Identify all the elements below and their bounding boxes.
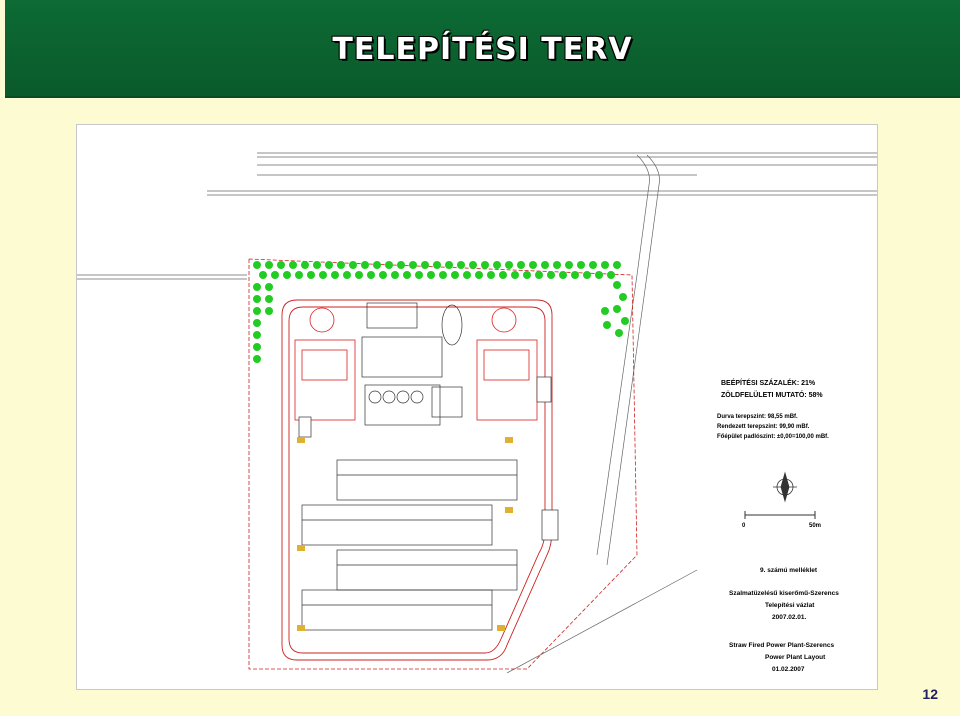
stat-beepitesi: BEÉPÍTÉSI SZÁZALÉK: 21%	[721, 378, 816, 387]
stat-zoldfeluleti: ZÖLDFELÜLETI MUTATÓ: 58%	[721, 390, 823, 399]
annex-label: 9. számú melléklet	[760, 567, 818, 574]
scale-bar	[744, 511, 816, 519]
project-en-line3: 01.02.2007	[772, 666, 805, 673]
roads	[77, 152, 877, 674]
project-en-line1: Straw Fired Power Plant-Szerencs	[729, 642, 835, 649]
tree-belt	[253, 261, 629, 363]
scale-zero: 0	[742, 523, 746, 529]
project-hu-line1: Szalmatüzelésű kiserőmű-Szerencs	[729, 590, 839, 597]
site-plan-svg: 0 50m BEÉPÍTÉSI SZÁZALÉK: 21% ZÖLDFELÜLE…	[77, 152, 877, 674]
site-road	[281, 299, 553, 661]
level-rendezett: Rendezett terepszint: 99,90 mBf.	[717, 424, 810, 430]
storage-halls	[301, 459, 518, 631]
slide-title: TELEPÍTÉSI TERV	[332, 32, 633, 67]
north-arrow	[773, 471, 797, 503]
page-number: 12	[922, 686, 938, 702]
project-en-line2: Power Plant Layout	[765, 654, 826, 661]
track-marks	[297, 437, 513, 631]
scale-max: 50m	[809, 523, 821, 529]
title-bar: TELEPÍTÉSI TERV	[5, 0, 960, 98]
site-plan-drawing: 0 50m BEÉPÍTÉSI SZÁZALÉK: 21% ZÖLDFELÜLE…	[76, 124, 878, 690]
level-durva: Durva terepszint: 98,55 mBf.	[717, 414, 798, 420]
central-buildings	[361, 302, 463, 426]
boiler-units	[294, 307, 538, 421]
project-hu-line3: 2007.02.01.	[772, 614, 807, 621]
level-fopulet: Főépület padlószint: ±0,00=100,00 mBf.	[717, 434, 829, 440]
project-hu-line2: Telepítési vázlat	[765, 602, 815, 609]
property-boundary	[248, 258, 638, 670]
side-buildings	[298, 376, 559, 541]
